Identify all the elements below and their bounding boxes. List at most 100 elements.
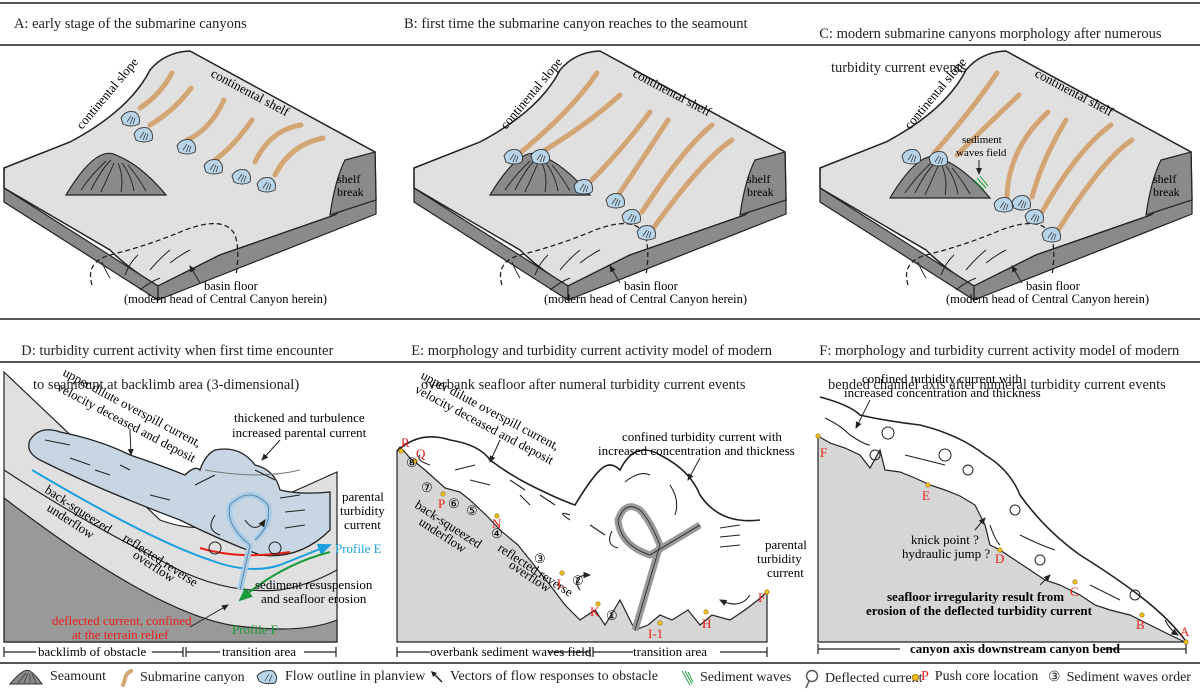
core-label-e-P: P: [438, 496, 445, 511]
f-label-knick-2: hydraulic jump ?: [902, 546, 990, 561]
wave-order-8: ⑧: [406, 455, 418, 470]
e-label-confined-1: confined turbidity current with: [622, 429, 782, 444]
core-label-e-K: K: [590, 604, 600, 619]
panel-d-title-line1: D: turbidity current activity when first…: [21, 343, 334, 359]
core-label-f-B: B: [1136, 617, 1145, 632]
d-scale-right: transition area: [222, 644, 296, 659]
label-c-basin-note: (modern head of Central Canyon herein): [946, 292, 1149, 306]
e-label-parental-2: turbidity: [757, 551, 802, 566]
core-label-f-E: E: [922, 488, 930, 503]
label-break: break: [337, 185, 364, 199]
panel-f-title-line1: F: morphology and turbidity current acti…: [819, 343, 1180, 359]
legend-label-wave-order: Sediment waves order: [1066, 669, 1191, 685]
push-core-icon-text: P: [921, 669, 929, 684]
panel-b-title: B: first time the submarine canyon reach…: [404, 16, 748, 32]
legend-item-push-core: P Push core location: [912, 669, 1038, 685]
wave-order-2: ②: [572, 573, 584, 588]
e-scale-right: transition area: [633, 644, 707, 659]
f-scale: canyon axis downstream canyon bend: [910, 641, 1121, 656]
panel-e-diagram: upper dilute overspill current, velocity…: [396, 367, 807, 659]
core-point-e-L: [559, 570, 565, 576]
legend-label-canyon: Submarine canyon: [140, 670, 245, 685]
legend-rule: [0, 662, 1200, 664]
d-label-profile-e: Profile E: [335, 541, 382, 556]
d-label-parental-1: parental: [342, 489, 384, 504]
core-point-f-A: [1183, 639, 1189, 645]
wave-order-icon: ③: [1048, 670, 1061, 685]
d-label-parental-3: current: [344, 517, 381, 532]
panel-c-block-diagram: continental slope continental shelf sedi…: [819, 50, 1193, 306]
push-core-icon: P: [912, 669, 929, 685]
submarine-canyon-icon: [121, 669, 133, 687]
deflected-current-icon: [805, 669, 819, 689]
legend-label-flow-outline: Flow outline in planview: [285, 669, 426, 684]
label-c-basin-floor: basin floor: [1026, 279, 1081, 293]
f-label-confined-2: increased concentration and thickness: [844, 385, 1041, 400]
legend: Seamount Submarine canyon Flow outline i…: [0, 669, 1200, 691]
core-point-f-B: [1139, 612, 1145, 618]
label-basin-floor: basin floor: [204, 279, 259, 293]
e-label-parental-3: current: [767, 565, 804, 580]
legend-item-vectors: Vectors of flow responses to obstacle: [430, 669, 658, 685]
core-point-e-K: [595, 601, 601, 607]
d-label-resuspension-2: and seafloor erosion: [261, 591, 367, 606]
wave-order-3: ③: [534, 551, 546, 566]
d-label-thickened-2: increased parental current: [232, 425, 367, 440]
core-point-e-Q: [412, 458, 418, 464]
label-waves-field: waves field: [956, 147, 1007, 159]
panel-e-title-line2: overbank seafloor after numeral turbidit…: [421, 377, 746, 393]
d-label-resuspension-1: sediment resuspension: [255, 577, 373, 592]
d-scale-left: backlimb of obstacle: [38, 644, 147, 659]
flow-vector-icon: [431, 671, 443, 683]
e-scale-left: overbank sediment waves field: [430, 644, 592, 659]
core-point-f-C: [1072, 579, 1078, 585]
f-label-irregularity-2: erosion of the deflected turbidity curre…: [866, 603, 1093, 618]
core-point-e-N: [494, 513, 500, 519]
wave-order-4: ④: [491, 526, 503, 541]
sediment-waves-icon: [681, 670, 694, 686]
panel-d-title-line2: to seamount at backlimb area (3-dimensio…: [33, 377, 300, 393]
wave-order-1: ①: [606, 608, 618, 623]
core-label-e-Q: Q: [416, 446, 426, 461]
core-label-f-D: D: [995, 551, 1004, 566]
core-point-e-F: [764, 589, 770, 595]
label-b-basin-floor: basin floor: [624, 279, 679, 293]
e-label-confined-2: increased concentration and thickness: [598, 443, 795, 458]
core-point-e-I-1: [657, 620, 663, 626]
panel-b-block-diagram: continental slope continental shelf shel…: [413, 50, 787, 306]
label-basin-note: (modern head of Central Canyon herein): [124, 292, 327, 306]
panel-c-title: C: modern submarine canyons morphology a…: [812, 9, 1162, 94]
legend-item-flow-outline: Flow outline in planview: [255, 669, 425, 685]
core-label-e-L: L: [557, 576, 565, 591]
core-point-e-R: [398, 448, 404, 454]
core-point-e-P: [440, 491, 446, 497]
panel-c-title-line1: C: modern submarine canyons morphology a…: [819, 26, 1162, 42]
legend-label-sediment-waves: Sediment waves: [700, 670, 792, 685]
legend-label-vectors: Vectors of flow responses to obstacle: [450, 669, 659, 684]
legend-item-seamount: Seamount: [8, 669, 106, 685]
core-label-f-C: C: [1070, 584, 1079, 599]
seamount-icon: [8, 669, 43, 685]
title-rule-bottom-row: [0, 361, 1200, 363]
label-b-basin-note: (modern head of Central Canyon herein): [544, 292, 747, 306]
panel-d-title: D: turbidity current activity when first…: [14, 326, 333, 411]
title-rule-top-row: [0, 44, 1200, 46]
top-rule: [0, 2, 1200, 4]
label-c-shelf: shelf: [1153, 172, 1176, 186]
flow-outline-icon: [256, 670, 278, 685]
panel-a-block-diagram: continental slope continental shelf shel…: [3, 50, 377, 306]
legend-item-sediment-waves: Sediment waves: [680, 669, 791, 687]
panel-f-title-line2: bended channel axis after numeral turbid…: [828, 377, 1166, 393]
core-label-f-A: A: [1180, 624, 1190, 639]
label-sediment: sediment: [962, 134, 1002, 146]
panel-a-title: A: early stage of the submarine canyons: [14, 16, 247, 32]
core-label-e-I-1: I-1: [648, 626, 663, 641]
d-label-deflected-1: deflected current, confined: [52, 613, 192, 628]
legend-label-deflected: Deflected current: [825, 671, 923, 686]
label-shelf: shelf: [337, 172, 360, 186]
legend-item-wave-order: ③ Sediment waves order: [1048, 669, 1191, 686]
